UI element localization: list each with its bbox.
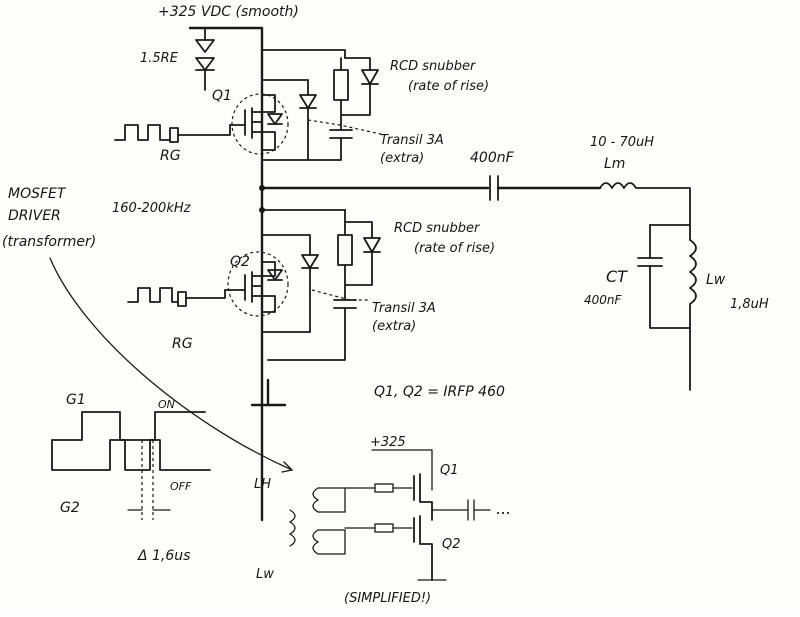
q1-label: Q1 bbox=[212, 88, 232, 104]
rg2-label: RG bbox=[172, 336, 193, 352]
simplified-continuation: ... bbox=[496, 499, 511, 518]
off-label: OFF bbox=[170, 480, 192, 493]
svg-text:160-200kHz: 160-200kHz bbox=[112, 201, 192, 216]
q2-gate-drive bbox=[127, 287, 226, 307]
simplified-note: (SIMPLIFIED!) bbox=[344, 591, 431, 606]
q1-snubber-network bbox=[261, 49, 386, 161]
transil2-label: Transil 3A bbox=[372, 301, 436, 316]
svg-text:(transformer): (transformer) bbox=[2, 234, 96, 250]
simplified-lh-label: LH bbox=[254, 477, 271, 492]
timing-diagram bbox=[51, 411, 211, 520]
transil1-label: Transil 3A bbox=[380, 133, 444, 148]
q1-mosfet bbox=[229, 93, 289, 155]
midpoint-node bbox=[259, 175, 691, 241]
g2-label: G2 bbox=[60, 500, 80, 516]
lm-label: Lm bbox=[604, 156, 625, 172]
supply-label: +325 VDC (smooth) bbox=[158, 4, 299, 20]
q2-mosfet bbox=[224, 209, 346, 317]
zener-resistor-label: 1.5RE bbox=[140, 51, 179, 66]
tank-circuit bbox=[637, 224, 697, 391]
transil1-sub-label: (extra) bbox=[380, 151, 424, 166]
g1-label: G1 bbox=[66, 392, 86, 408]
svg-text:DRIVER: DRIVER bbox=[8, 208, 61, 224]
ct-value-label: 400nF bbox=[584, 293, 623, 307]
driver-arrow bbox=[49, 257, 293, 471]
q2-snubber-network bbox=[261, 209, 381, 361]
lw-value-label: 1,8uH bbox=[730, 297, 769, 312]
q1-gate-drive bbox=[114, 124, 231, 143]
simplified-schematic bbox=[288, 449, 491, 581]
rcd1-label: RCD snubber bbox=[390, 59, 477, 74]
svg-text:+325 VDC (smooth): +325 VDC (smooth) bbox=[158, 4, 299, 20]
q2-label: Q2 bbox=[230, 254, 250, 270]
parts-label: Q1, Q2 = IRFP 460 bbox=[374, 384, 505, 400]
lw-label: Lw bbox=[706, 272, 726, 288]
simplified-lw-label: Lw bbox=[256, 567, 274, 582]
driver-label-group: MOSFET DRIVER (transformer) 160-200kHz bbox=[2, 186, 192, 250]
transil2-sub-label: (extra) bbox=[372, 319, 416, 334]
svg-text:MOSFET: MOSFET bbox=[8, 186, 67, 202]
rcd2-sub-label: (rate of rise) bbox=[414, 241, 495, 256]
ct-label: CT bbox=[606, 267, 628, 286]
driver-arrow-head bbox=[281, 461, 294, 473]
simplified-supply-label: +325 bbox=[370, 435, 406, 450]
rcd2-label: RCD snubber bbox=[394, 221, 481, 236]
series-cap-label: 400nF bbox=[470, 150, 515, 166]
simplified-q2-label: Q2 bbox=[442, 537, 461, 552]
on-label: ON bbox=[158, 398, 175, 411]
rcd1-sub-label: (rate of rise) bbox=[408, 79, 489, 94]
rg1-label: RG bbox=[160, 148, 181, 164]
zener-diode-top bbox=[195, 27, 215, 91]
lm-range-label: 10 - 70uH bbox=[590, 135, 654, 150]
simplified-q1-label: Q1 bbox=[440, 463, 459, 478]
deadtime-label: Δ 1,6us bbox=[137, 548, 190, 564]
supply-rail bbox=[188, 26, 287, 522]
